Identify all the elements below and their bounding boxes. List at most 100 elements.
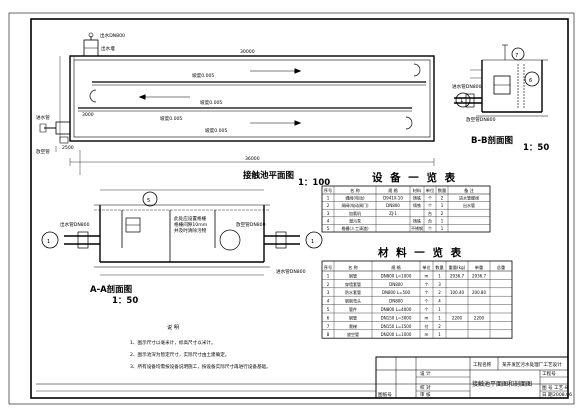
table-cell: DN800 [386,203,400,208]
tb-left-small: 图纸号 [378,391,392,398]
table-cell: 钢管 [349,314,357,320]
aa-marker-1-right: 1 [311,239,314,245]
table-cell: 1 [441,203,444,208]
material-table-title: 材 料 一 览 表 [377,246,463,259]
table-cell: 个 [428,226,432,231]
plan-dim-top: 30000 [240,49,255,55]
table-cell: 个 [425,282,429,287]
note-item-1: 1、图示尺寸以毫米计，标高尺寸以米计。 [130,339,216,346]
table-cell: 闸阀(电动闸门) [341,202,369,208]
tb-row-check: 校 对 [420,384,431,391]
table-cell: 1 [441,226,444,231]
tb-drawing-name: 接触池平面图和剖面图 [472,380,532,388]
table-cell: 2 [438,324,441,329]
table-cell: 1 [438,332,441,337]
table-cell: 管件 [349,306,357,312]
note-item-2: 2、图示池深为暂定尺寸，实际尺寸由土建确定。 [130,351,229,358]
plan-labels: 出水DN800 出水堰 坡度0.005 坡度0.005 坡度0.005 坡度0.… [36,32,330,188]
table-header-cell: 单位 [426,187,434,194]
table-cell: 3 [327,211,330,216]
table-cell: 4 [327,218,330,223]
tb-row-design: 设 计 [420,370,431,377]
table-cell: 个 [428,196,432,201]
table-cell: 穿墙套管 [345,281,361,287]
table-cell: 200.80 [472,290,486,295]
table-cell: 格栅(人工清渣) [341,225,369,231]
tb-job-no-label: 工程号 [542,370,556,377]
aa-note-2: 格栅间隙10mm [174,221,208,228]
tb-project-label: 工程名称 [473,361,492,368]
plan-inlet-label: 进水管 [36,114,50,121]
table-cell: D941X-10 [383,196,403,201]
table-header-cell: 名 称 [350,187,360,194]
tb-date-label: 日 期 [542,392,553,398]
table-cell: 1 [438,315,441,320]
table-cell: 2936.7 [450,273,464,278]
table-cell: 1 [327,273,330,278]
table-cell: DN800 [389,282,403,287]
table-header-cell: 单位 [422,264,430,271]
aa-drain-label: 放空管DN800 [236,221,266,228]
title-block-text: 工程名称 某开发区污水处理厂工艺设计 接触池平面图和剖面图 设 计 校 对 审 … [378,361,572,398]
aa-note-3: 并及时清除污物 [174,227,207,234]
table-cell: 钢制弯头 [345,298,361,304]
table-cell: DN200 L=1000 [381,332,412,337]
bb-marker-1: 1 [460,98,463,104]
table-cell: 铸铁 [413,217,421,223]
table-cell: 不锈钢 [411,225,423,231]
inner-border [30,18,569,399]
table-cell: 加氯机 [349,210,361,216]
table-cell: 爬梯 [349,323,357,329]
table-cell: 3 [438,282,441,287]
plan-dim-left2: 2500 [62,145,74,151]
table-frame [321,185,491,233]
section-aa-labels: 1 1 5 出水管DN800 此处应设置格栅 格栅间隙10mm 并及时清除污物 … [47,198,314,306]
table-cell: 2 [438,290,441,295]
table-header-cell: 数量 [438,187,446,194]
aa-inlet-label: 进水管DN800 [276,268,306,275]
plan-view [39,32,435,175]
plan-slope-1: 坡度0.005 [192,72,214,79]
bb-title: B-B剖面图 [471,135,513,146]
table-cell: 2 [327,203,330,208]
table-cell: 3 [327,290,330,295]
table-cell: 2 [441,196,444,201]
aa-marker-5: 5 [147,198,150,204]
table-cell: 5 [327,226,330,231]
plan-slope-3: 坡度0.005 [160,115,182,122]
table-cell: 放空管 [347,331,359,337]
tb-project-name: 某开发区污水处理厂工艺设计 [502,361,562,368]
aa-scale: 1：50 [112,296,138,306]
table-cell: 5 [327,307,330,312]
note-item-3: 3、所有设备均需按设备说明施工，按设备实际尺寸再进行设备基础。 [130,363,271,370]
table-cell: 1 [438,273,441,278]
bb-scale: 1：50 [523,143,549,153]
table-header-cell: 数量 [435,264,443,271]
table-cell: m [425,273,429,278]
table-cell: 1 [327,196,330,201]
table-cell: 6 [327,315,330,320]
section-bb [454,44,548,117]
table-cell: 个 [428,203,432,208]
table-cell: 蝶阀(电动) [345,195,365,201]
table-cell: 7 [327,324,330,329]
table-cell: 台 [428,210,432,216]
table-cell: 4 [327,299,330,304]
aa-title: A-A剖面图 [90,284,132,295]
table-cell: 台 [428,217,432,223]
table-cell: 4 [438,299,441,304]
table-cell: 个 [425,290,429,295]
tb-drawing-no: 工艺-8 [554,385,568,391]
bb-marker-7: 7 [515,53,518,59]
table-cell: 2200 [452,315,463,320]
section-aa [41,189,323,276]
table-cell: DN150 L=3000 [381,315,412,320]
aa-note-1: 此处应设置格栅 [174,215,207,222]
table-cell: DN800 L=4000 [381,307,412,312]
notes-title: 说 明 [167,323,179,331]
table-cell: DN800 [389,299,403,304]
table-cell: 防水套管 [345,289,361,295]
table-cell: DN150 L=1500 [381,324,412,329]
